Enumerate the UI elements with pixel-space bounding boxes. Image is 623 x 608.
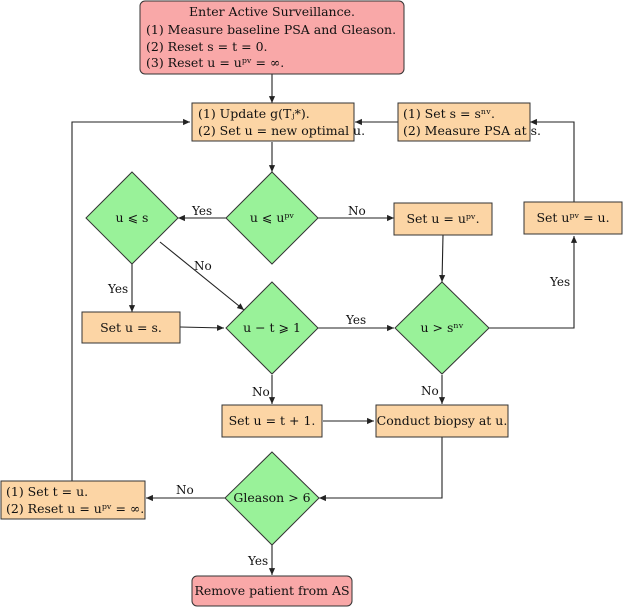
edges [71,74,578,575]
edge-labels: Yes No Yes No Yes Yes No No No Yes [107,204,570,568]
edge-set-u-upv-to-d-snv [439,234,446,283]
edge-reset-t-to-update [71,118,190,481]
decision-diamond [224,451,320,546]
process-box [221,404,323,438]
process-box [375,404,509,438]
process-box [191,102,355,142]
decision-diamond [225,281,319,375]
start-line-4: (3) Reset u = uᵖᵛ = ∞. [146,55,284,70]
node-decision-u-le-s: u ⩽ s [85,171,179,265]
decision-u-le-upv-label: u ⩽ uᵖᵛ [250,210,295,225]
edge-label-yes: Yes [345,313,366,327]
node-remove: Remove patient from AS [191,575,353,607]
remove-label: Remove patient from AS [194,583,349,598]
update-line-1: (1) Update g(Tⱼ*). [198,106,310,121]
node-set-u-s: Set u = s. [81,311,181,344]
reset-t-line-2: (2) Reset u = uᵖᵛ = ∞. [6,501,144,516]
node-set-u-t1: Set u = t + 1. [221,404,323,438]
set-u-s-label: Set u = s. [100,320,162,335]
set-u-upv-label: Set u = uᵖᵛ. [406,211,479,226]
decision-u-gt-snv-label: u > sⁿᵛ [421,320,464,335]
edge-set-u-s-to-d-ut [179,324,225,331]
terminal-box [191,575,353,607]
node-decision-gleason: Gleason > 6 [224,451,320,546]
decision-u-le-s-label: u ⩽ s [116,210,149,225]
decision-u-minus-t-label: u − t ⩾ 1 [243,320,301,335]
edge-label-yes: Yes [247,554,268,568]
decision-diamond [225,171,319,265]
terminal-box [139,0,405,75]
process-box [397,102,531,142]
edge-label-no: No [252,385,270,399]
reset-t-line-1: (1) Set t = u. [6,484,88,499]
edge-biopsy-to-gleason [319,437,443,502]
decision-diamond [394,281,490,375]
edge-label-yes: Yes [107,282,128,296]
node-decision-u-minus-t: u − t ⩾ 1 [225,281,319,375]
set-upv-u-label: Set uᵖᵛ = u. [536,210,609,225]
node-update: (1) Update g(Tⱼ*). (2) Set u = new optim… [191,102,365,142]
set-u-t1-label: Set u = t + 1. [229,413,316,428]
start-line-1: Enter Active Surveillance. [189,4,355,19]
node-set-u-upv: Set u = uᵖᵛ. [393,202,493,236]
start-line-3: (2) Reset s = t = 0. [146,39,268,54]
edge-label-no: No [194,259,212,273]
decision-gleason-label: Gleason > 6 [233,490,310,505]
edge-label-yes: Yes [549,275,570,289]
process-box [523,201,623,235]
set-s-line-1: (1) Set s = sⁿᵛ. [403,106,495,121]
node-decision-u-le-upv: u ⩽ uᵖᵛ [225,171,319,265]
node-biopsy: Conduct biopsy at u. [375,404,509,438]
edge-label-no: No [176,483,194,497]
biopsy-label: Conduct biopsy at u. [377,413,508,428]
edge-d-snv-to-set-upv-u [489,236,578,329]
node-set-upv-u: Set uᵖᵛ = u. [523,201,623,235]
process-box [393,202,493,236]
edge-label-no: No [348,204,366,218]
node-set-s: (1) Set s = sⁿᵛ. (2) Measure PSA at s. [397,102,541,142]
start-line-2: (1) Measure baseline PSA and Gleason. [146,22,396,37]
edge-label-yes: Yes [191,204,212,218]
edge-d-s-to-d-ut [159,241,245,311]
process-box [81,311,181,344]
node-decision-u-gt-snv: u > sⁿᵛ [394,281,490,375]
set-s-line-2: (2) Measure PSA at s. [403,123,541,138]
update-line-2: (2) Set u = new optimal u. [198,123,365,138]
node-start: Enter Active Surveillance. (1) Measure b… [139,0,405,75]
node-reset-t: (1) Set t = u. (2) Reset u = uᵖᵛ = ∞. [0,480,146,520]
process-box [0,480,146,520]
edge-label-no: No [421,384,439,398]
edge-set-upv-u-to-set-s [530,118,575,202]
decision-diamond [85,171,179,265]
